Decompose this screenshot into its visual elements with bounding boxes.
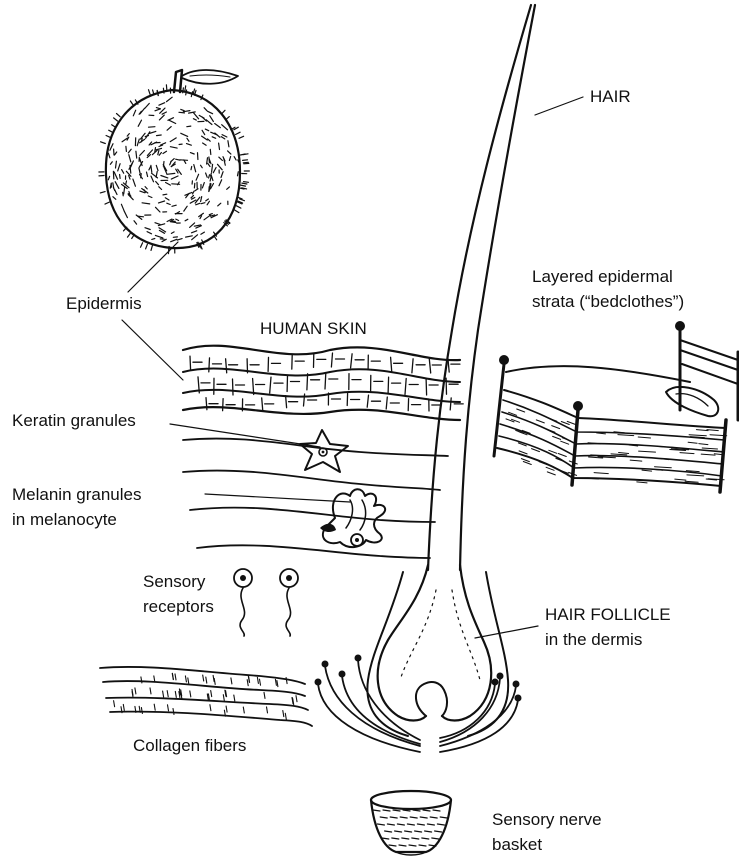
peach-illustration: [99, 70, 249, 254]
keratin-granule: [300, 430, 348, 472]
label-keratin-granules: Keratin granules: [12, 410, 136, 432]
label-human-skin: HUMAN SKIN: [260, 318, 367, 340]
label-melanin-line2: in melanocyte: [12, 509, 117, 531]
dermis-lines: [183, 439, 448, 558]
label-melanin-line1: Melanin granules: [12, 484, 141, 506]
sensory-receptors: [234, 569, 298, 636]
label-hair-follicle-line2: in the dermis: [545, 629, 642, 651]
label-epidermis: Epidermis: [66, 293, 142, 315]
label-layered-line2: strata (“bedclothes”): [532, 291, 684, 313]
bed-illustration: [494, 321, 738, 492]
label-hair: HAIR: [590, 86, 631, 108]
collagen-fibers: [100, 667, 312, 726]
label-nerve-basket-line1: Sensory nerve: [492, 809, 602, 831]
label-sensory-receptors-line1: Sensory: [143, 571, 205, 593]
label-hair-follicle-line1: HAIR FOLLICLE: [545, 604, 671, 626]
hair-shaft: [428, 5, 535, 570]
hair-follicle: [367, 565, 508, 736]
label-sensory-receptors-line2: receptors: [143, 596, 214, 618]
skin-strata: [183, 346, 463, 420]
label-layered-line1: Layered epidermal: [532, 266, 673, 288]
leader-lines: [122, 97, 583, 638]
label-collagen-fibers: Collagen fibers: [133, 735, 246, 757]
nerve-basket-illustration: [371, 791, 451, 855]
label-nerve-basket-line2: basket: [492, 834, 542, 856]
